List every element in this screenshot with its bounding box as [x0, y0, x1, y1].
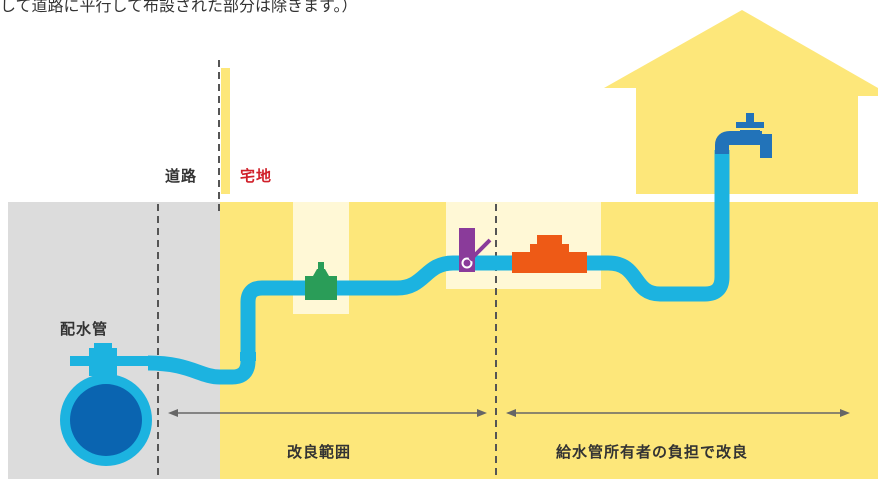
residential-label: 宅地: [240, 167, 273, 185]
note-text: して道路に平行して布設された部分は除きます。）: [0, 0, 358, 15]
owner-improvement-label: 給水管所有者の負担で改良: [556, 443, 749, 461]
main-pipe-icon: [60, 343, 152, 466]
service-pipe: [147, 150, 730, 385]
road-label: 道路: [165, 167, 198, 185]
water-meter-icon: [512, 235, 587, 273]
pipe-joint: [240, 352, 256, 361]
house: [604, 10, 878, 194]
boundary-post: [221, 68, 230, 194]
improvement-range-label: 改良範囲: [287, 443, 352, 461]
main-pipe-label: 配水管: [60, 320, 109, 338]
improvement-range-arrow: [168, 409, 487, 417]
owner-improvement-arrow: [506, 409, 850, 417]
stop-valve-icon: [305, 262, 337, 300]
check-valve-icon: [459, 228, 492, 272]
faucet-icon: [715, 113, 772, 158]
